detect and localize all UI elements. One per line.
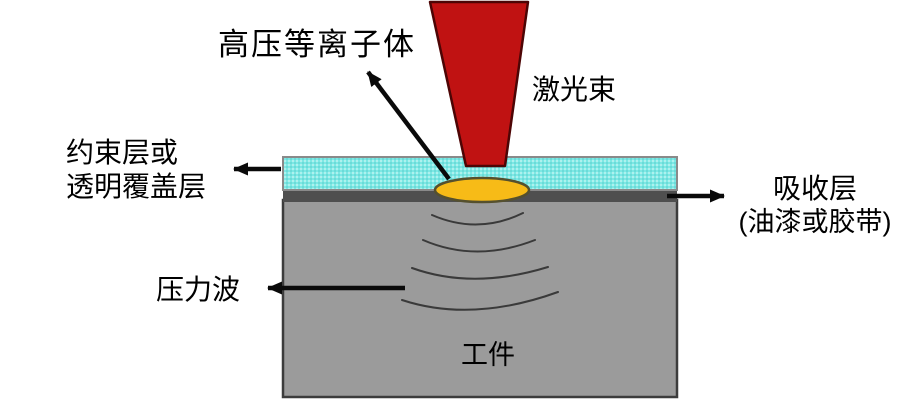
constraint-layer-label-line2: 透明覆盖层 (66, 171, 207, 203)
workpiece-block (281, 198, 679, 399)
plasma-spot (433, 176, 531, 204)
pressure-wave-arc-3 (411, 266, 549, 280)
pressure-wave-arc-1 (431, 212, 524, 226)
absorption-layer-label-line1: 吸收层 (772, 173, 857, 204)
pressure-wave-label: 压力波 (156, 274, 241, 305)
laser-beam (428, 0, 530, 168)
laser-beam-label: 激光束 (532, 74, 617, 105)
absorption-layer-label-line2: (油漆或胶带) (738, 207, 892, 238)
workpiece-label: 工件 (461, 340, 515, 370)
pressure-wave-arc-4 (401, 291, 559, 311)
constraint-layer-label: 约束层或 透明覆盖层 (66, 136, 206, 204)
pressure-wave-arcs (401, 212, 559, 311)
pressure-wave-arc-2 (422, 239, 536, 253)
plasma-arrow (366, 70, 451, 181)
annotation-arrows (233, 70, 725, 295)
absorption-layer-label: 吸收层 (油漆或胶带) (730, 172, 900, 239)
constraint-layer-label-line1: 约束层或 (66, 137, 179, 168)
plasma-label: 高压等离子体 (218, 27, 416, 62)
